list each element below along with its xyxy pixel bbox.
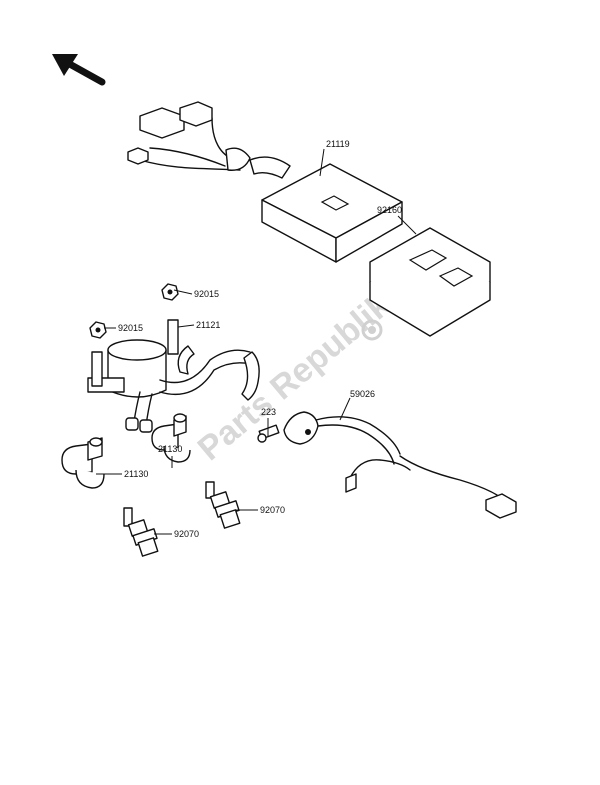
callout-21130-right: 21130 <box>158 444 182 454</box>
igniter-cover <box>369 227 491 337</box>
callout-21130-left: 21130 <box>124 469 148 479</box>
callout-92160: 92160 <box>377 205 402 215</box>
spark-plug-b <box>205 481 241 529</box>
spark-plug-a <box>123 507 159 557</box>
gear-logo-icon <box>361 319 383 341</box>
callout-59026: 59026 <box>350 389 375 399</box>
nut-92015 <box>161 283 179 301</box>
plug-cap-a <box>61 437 105 489</box>
nut-92015-b <box>89 321 107 339</box>
callout-21121: 21121 <box>196 320 220 330</box>
callout-92015-lower: 92015 <box>118 323 143 333</box>
callout-92070-right: 92070 <box>260 505 285 515</box>
callout-223: 223 <box>261 407 276 417</box>
ignition-coil <box>87 319 260 433</box>
callout-92070-left: 92070 <box>174 529 199 539</box>
pickup-coil <box>257 411 517 519</box>
igniter-unit <box>127 101 403 263</box>
callout-21119: 21119 <box>326 139 350 149</box>
callout-labels: 21119 92160 92015 92015 21121 223 59026 … <box>118 139 402 539</box>
front-arrow-icon <box>52 54 106 86</box>
plug-cap-b <box>151 413 191 463</box>
leader-lines <box>96 148 417 535</box>
callout-92015-upper: 92015 <box>194 289 219 299</box>
